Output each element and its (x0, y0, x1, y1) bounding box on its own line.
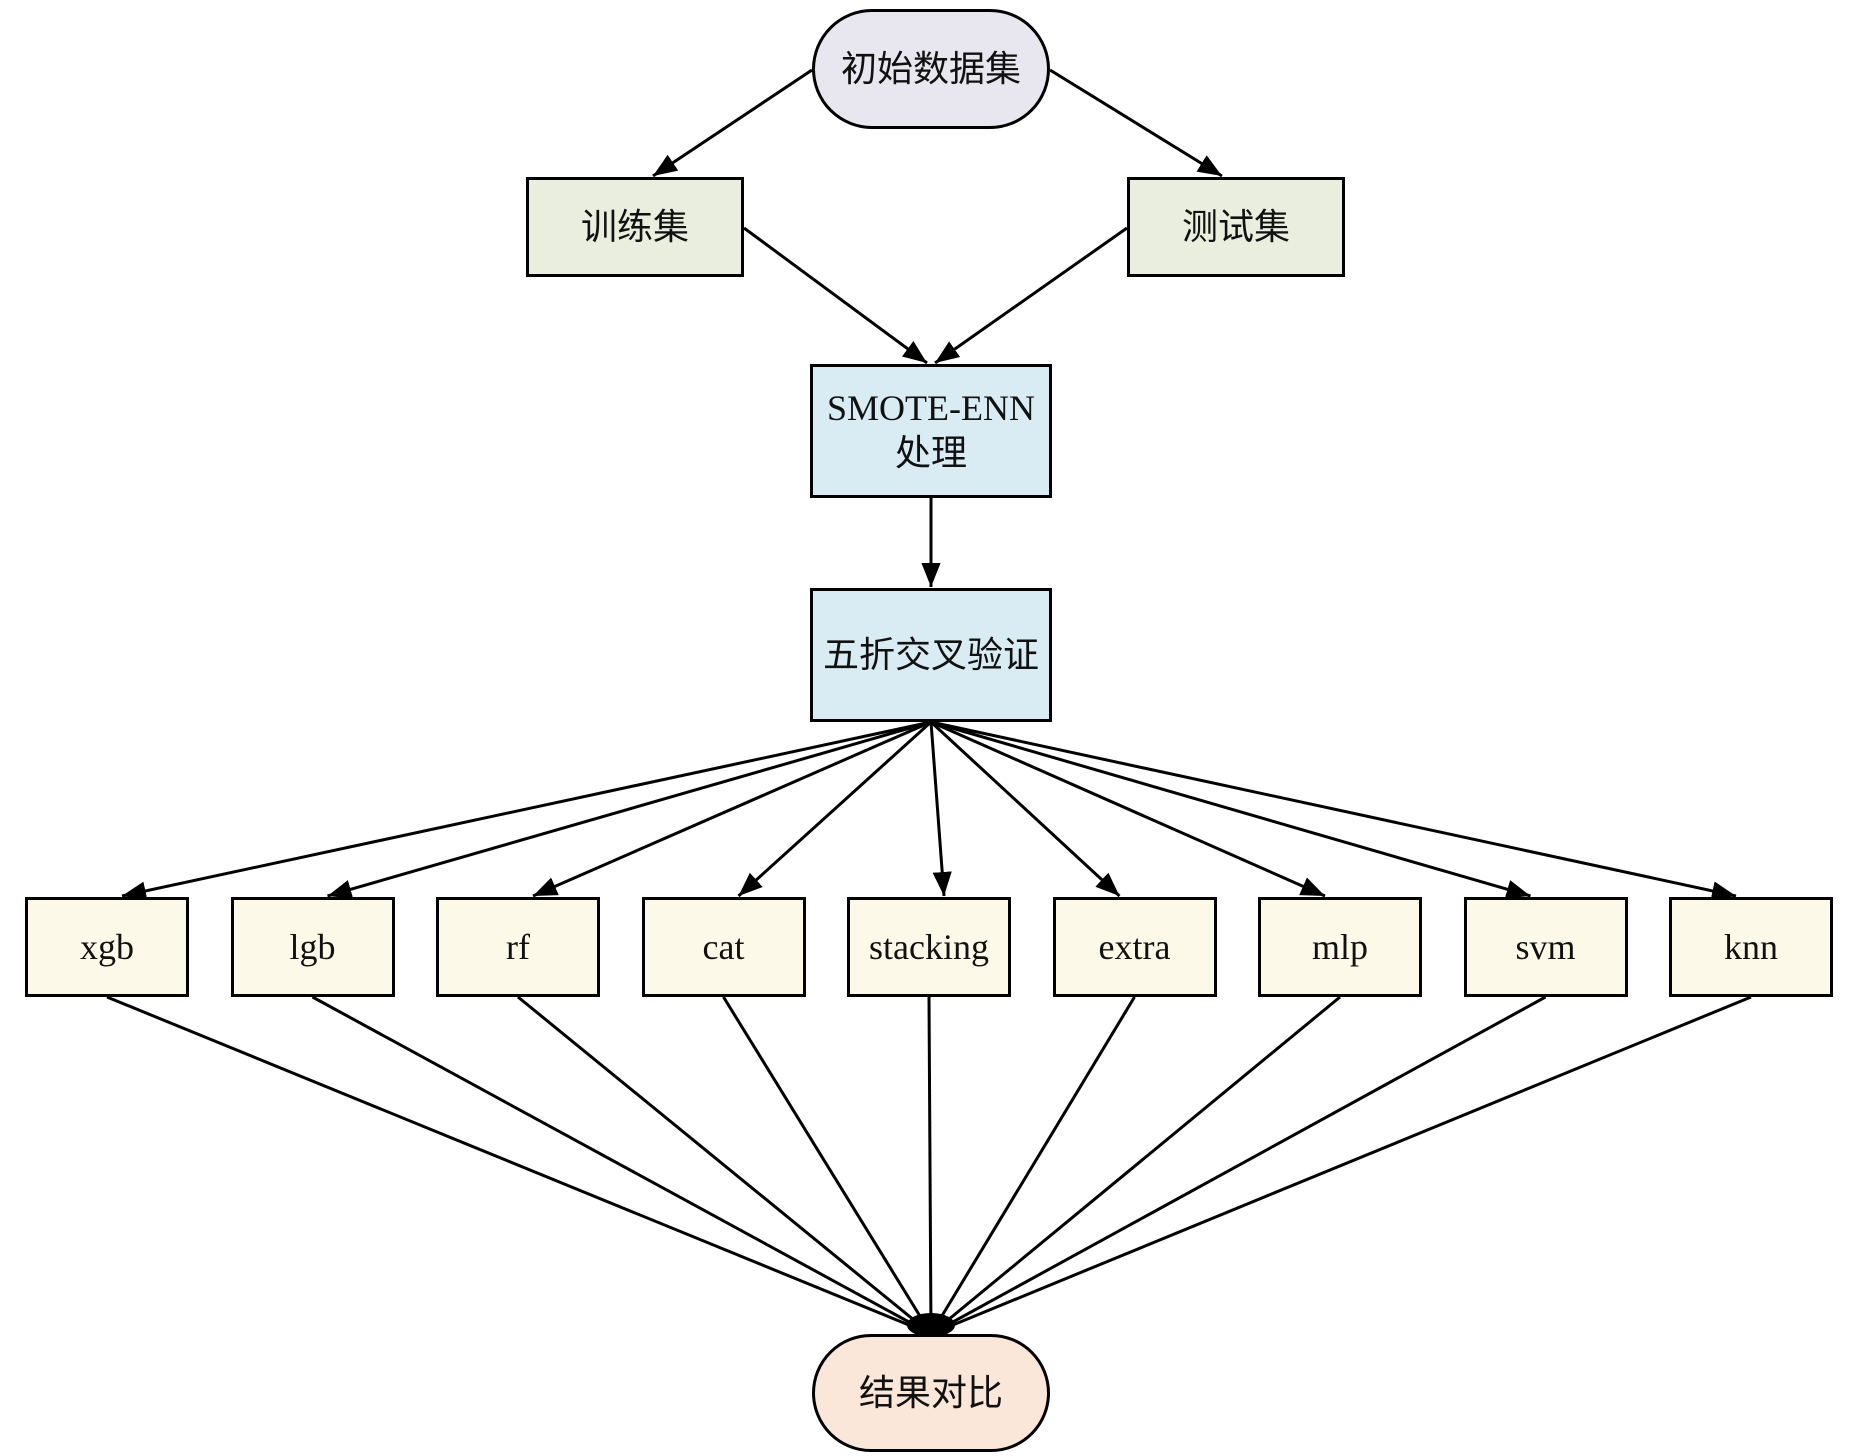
node-model-mlp: mlp (1258, 897, 1422, 997)
edge-cv-to-cat (737, 720, 933, 898)
node-model-label: xgb (80, 926, 134, 967)
node-initial-dataset: 初始数据集 (812, 9, 1050, 129)
node-test-set: 测试集 (1127, 177, 1345, 277)
edge-lgb-to-result (311, 995, 932, 1336)
edge-stacking-to-result (927, 996, 933, 1335)
node-model-stacking: stacking (847, 897, 1011, 997)
node-five-fold-cv-label: 五折交叉验证 (822, 634, 1039, 675)
edge-cv-to-mlp (930, 720, 1326, 898)
edge-start-to-test (1049, 68, 1223, 178)
node-model-label: mlp (1311, 926, 1368, 967)
edge-test-to-smote (934, 226, 1128, 365)
node-model-xgb: xgb (25, 897, 189, 997)
node-train-set-label: 训练集 (580, 206, 689, 247)
node-model-label: svm (1515, 926, 1576, 967)
edge-cv-to-xgb (121, 720, 932, 901)
edge-cv-to-knn (930, 720, 1737, 901)
node-five-fold-cv: 五折交叉验证 (810, 588, 1052, 722)
node-train-set: 训练集 (526, 177, 744, 277)
node-model-label: rf (506, 926, 530, 967)
edge-rf-to-result (517, 995, 932, 1336)
edge-knn-to-result (930, 995, 1752, 1336)
edge-xgb-to-result (106, 995, 932, 1336)
node-model-label: knn (1724, 926, 1778, 967)
node-result-comparison-label: 结果对比 (858, 1372, 1003, 1413)
edge-cv-to-stacking (929, 721, 952, 897)
edge-extra-to-result (929, 996, 1136, 1335)
node-model-cat: cat (641, 897, 806, 997)
edge-cv-to-svm (930, 720, 1531, 899)
node-result-comparison: 结果对比 (812, 1334, 1050, 1452)
node-model-extra: extra (1052, 897, 1217, 997)
edge-svm-to-result (930, 995, 1547, 1336)
node-model-lgb: lgb (230, 897, 395, 997)
node-model-svm: svm (1463, 897, 1628, 997)
edge-cv-to-rf (532, 720, 932, 898)
node-model-knn: knn (1669, 897, 1833, 997)
node-smote-enn-label: SMOTE-ENN 处理 (827, 388, 1035, 473)
edge-cat-to-result (722, 996, 933, 1335)
node-model-rf: rf (436, 897, 600, 997)
edge-train-to-smote (743, 226, 928, 365)
node-smote-enn: SMOTE-ENN 处理 (810, 364, 1052, 498)
node-model-label: extra (1098, 926, 1171, 967)
edge-cv-to-extra (929, 720, 1121, 898)
edge-mlp-to-result (930, 995, 1341, 1336)
edge-cv-to-lgb (327, 720, 932, 899)
edge-start-to-train (652, 68, 813, 178)
arrowheads-into-result (907, 1313, 955, 1337)
node-model-label: stacking (869, 926, 989, 967)
node-model-label: cat (702, 926, 745, 967)
node-initial-dataset-label: 初始数据集 (840, 48, 1021, 89)
node-model-label: lgb (289, 926, 336, 967)
node-test-set-label: 测试集 (1181, 206, 1290, 247)
